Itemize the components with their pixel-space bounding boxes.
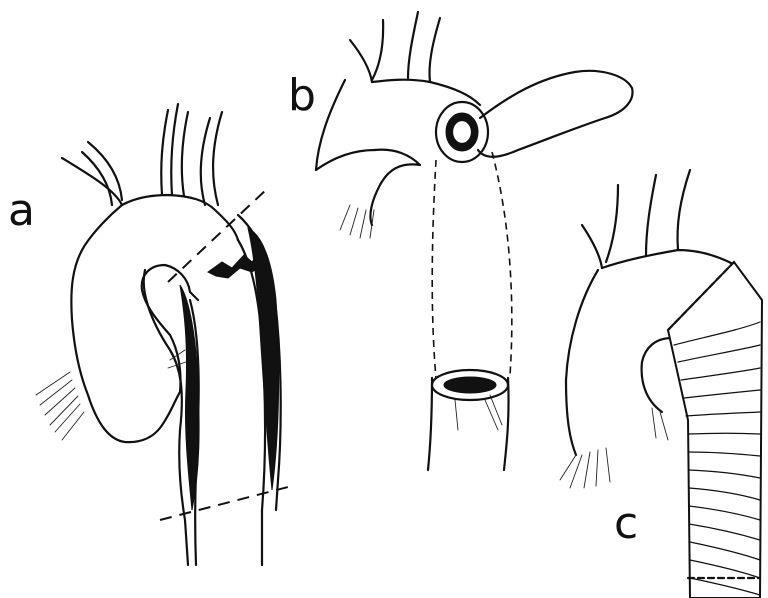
panel-a-branch-1b: [82, 152, 112, 205]
panel-c-branch-1: [582, 225, 602, 268]
panel-c: c: [560, 170, 762, 598]
panel-c-hatching: [560, 408, 668, 488]
panel-a: a: [8, 104, 292, 565]
panel-c-ascending: [566, 270, 598, 455]
panel-b: b: [288, 12, 633, 470]
panel-b-branch-4: [429, 18, 440, 82]
panel-b-arch-outer: [316, 80, 375, 170]
panel-b-branch-3: [408, 12, 418, 78]
panel-c-arch-top: [602, 250, 735, 268]
panel-a-distal-cut-line: [160, 486, 292, 520]
panel-a-branch-4b: [213, 112, 222, 205]
panel-b-branch-2: [372, 20, 383, 80]
panel-c-branch-4: [678, 170, 691, 250]
panel-a-branch-3: [182, 112, 188, 196]
panel-b-guide-line-left: [432, 160, 436, 378]
panel-b-inner-curve: [370, 150, 420, 225]
panel-b-guide-line-right: [492, 152, 512, 375]
panel-c-label: c: [614, 498, 638, 549]
panel-c-inner-curve: [642, 338, 672, 412]
panel-b-label: b: [288, 70, 316, 121]
panel-c-branch-3: [646, 175, 656, 255]
panel-a-branch-2: [161, 110, 168, 195]
panel-b-retracted-flap: [478, 71, 633, 157]
panel-b-distal-lumen: [444, 377, 496, 393]
panel-b-proximal-inner-ring: [452, 120, 472, 144]
panel-a-label: a: [8, 185, 35, 236]
panel-c-branch-2: [606, 185, 618, 262]
panel-a-branch-2b: [171, 104, 178, 195]
panel-a-hatching: [36, 350, 186, 440]
panel-a-branch-1: [88, 142, 122, 200]
panel-b-branch-1: [350, 40, 372, 82]
panel-a-branch-4: [201, 118, 210, 205]
